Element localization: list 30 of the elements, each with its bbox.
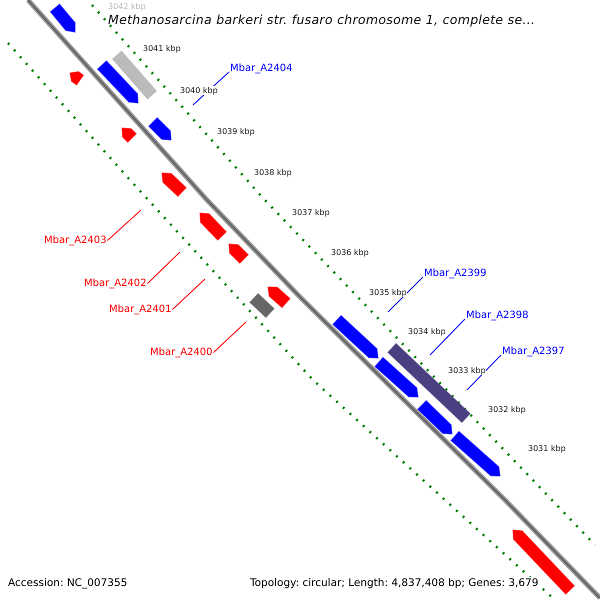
scale-label: 3038 kbp [254, 168, 292, 177]
leader-line [147, 252, 180, 284]
gene-label: Mbar_A2399 [424, 268, 487, 279]
leader-line [107, 210, 142, 241]
scale-label: 3034 kbp [408, 327, 446, 336]
leader-line [172, 278, 206, 310]
scale-label: 3035 kbp [369, 288, 407, 297]
gene-label: Mbar_A2398 [466, 310, 529, 321]
title: Methanosarcina barkeri str. fusaro chromosome 1, complete se... [108, 12, 536, 27]
scale-label: 3032 kbp [488, 405, 526, 414]
leader-line [430, 318, 466, 356]
gene-label: Mbar_A2403 [44, 235, 107, 246]
scale-label: 3037 kbp [292, 208, 330, 217]
scale-label: 3041 kbp [143, 44, 181, 53]
accession-text: Accession: NC_007355 [8, 577, 128, 589]
gene-label: Mbar_A2400 [150, 347, 213, 358]
gene-label: Mbar_A2404 [230, 63, 293, 74]
gene-label: Mbar_A2401 [109, 304, 172, 315]
leader-line [466, 354, 502, 390]
leader-line [388, 276, 424, 312]
leader-line [213, 322, 246, 353]
genome-info-text: Topology: circular; Length: 4,837,408 bp; Genes: 3,679 [250, 577, 538, 589]
gene-label: Mbar_A2397 [502, 346, 565, 357]
scale-label: 3042 kbp [108, 2, 146, 11]
scale-label: 3036 kbp [331, 248, 369, 257]
scale-label: 3040 kbp [180, 86, 218, 95]
scale-label: 3039 kbp [217, 127, 255, 136]
scale-label: 3033 kbp [448, 366, 486, 375]
gene-label: Mbar_A2402 [84, 278, 147, 289]
scale-label: 3031 kbp [528, 444, 566, 453]
